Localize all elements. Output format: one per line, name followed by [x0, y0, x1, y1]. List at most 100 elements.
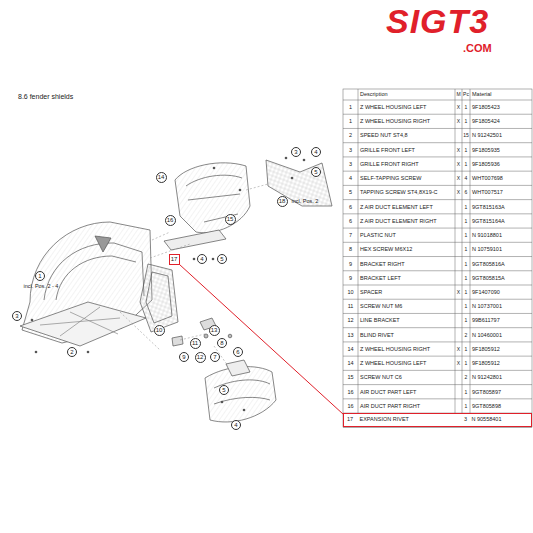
table-cell: SELF-TAPPING SCREW — [359, 171, 455, 185]
table-cell: SPEED NUT ST4,8 — [359, 128, 455, 142]
callout-number: 15 — [225, 214, 236, 225]
table-cell: 16 — [343, 399, 358, 413]
table-cell: BRACKET RIGHT — [359, 257, 455, 271]
table-cell: 9GT805816A — [471, 257, 532, 271]
callout-number: 9 — [182, 354, 185, 360]
table-rule — [343, 398, 532, 399]
brand-logo: SIGT3 — [386, 4, 489, 38]
undertray-ribs — [40, 307, 120, 336]
table-cell: N 10759101 — [471, 242, 532, 256]
parts — [20, 160, 332, 422]
callout-number: 13 — [209, 325, 220, 336]
table-cell: WHT007698 — [471, 171, 532, 185]
table-cell: 6 — [462, 185, 470, 199]
table-cell: X — [455, 356, 462, 370]
table-cell: 3 — [343, 143, 358, 157]
table-cell: 4 — [462, 171, 470, 185]
upper-liner — [175, 163, 250, 233]
callout-number: 4 — [314, 149, 317, 155]
callout-number: 16 — [167, 217, 174, 223]
table-cell: 1 — [462, 299, 470, 313]
callout-number: 6 — [233, 347, 243, 357]
callout-number: 10 — [156, 327, 163, 333]
table-cell: Z WHEEL HOUSING RIGHT — [359, 342, 455, 356]
undertray — [20, 302, 146, 346]
table-cell: 1 — [462, 214, 470, 228]
table-cell: 5 — [343, 185, 358, 199]
table-rule — [343, 156, 532, 157]
table-cell: X — [455, 157, 462, 171]
callout-number: 2 — [70, 349, 73, 355]
table-cell: Z WHEEL HOUSING LEFT — [359, 356, 455, 370]
table-cell: BLIND RIVET — [359, 328, 455, 342]
table-cell: X — [455, 342, 462, 356]
table-rule — [343, 270, 532, 271]
callout-number: 17 — [171, 256, 178, 262]
callout-number: 1 — [38, 273, 41, 279]
table-cell: SCREW NUT M6 — [359, 299, 455, 313]
callout-number: 9 — [179, 352, 189, 362]
table-cell: 9 — [343, 257, 358, 271]
callout-number: 4 — [234, 422, 237, 428]
table-cell: 9GT805815A — [471, 271, 532, 285]
table-rule — [343, 242, 532, 243]
table-cell: 1 — [343, 114, 358, 128]
spacer — [172, 336, 183, 346]
table-cell: 1 — [462, 385, 470, 399]
table-cell: 9F1805424 — [471, 114, 532, 128]
table-cell: X — [455, 143, 462, 157]
table-rule — [343, 213, 532, 214]
table-cell: WHT007517 — [471, 185, 532, 199]
table-cell: 2 — [343, 128, 358, 142]
callout-number: 3 — [294, 149, 297, 155]
grille-frame-inner — [146, 272, 172, 323]
table-cell: 9F1805423 — [471, 100, 532, 114]
table-cell: GRILLE FRONT LEFT — [359, 143, 455, 157]
callout-number: 6 — [236, 349, 239, 355]
table-cell: N 10460001 — [471, 328, 532, 342]
brand-logo: .COM — [463, 43, 492, 54]
table-cell: 9GT815163A — [471, 200, 532, 214]
table-cell: 9F1805912 — [471, 342, 532, 356]
table-cell: 17 — [343, 414, 358, 425]
callout-number: 4 — [231, 420, 241, 430]
callout-number: 5 — [314, 169, 317, 175]
air-duct-rib — [214, 380, 270, 404]
table-cell: 1 — [462, 228, 470, 242]
table-header: Material — [471, 89, 532, 100]
callout-number: 4 — [197, 254, 207, 264]
table-rule — [343, 256, 532, 257]
duct-element — [226, 360, 250, 376]
table-cell: LINE BRACKET — [359, 313, 455, 327]
table-cell: 2 — [462, 328, 470, 342]
table-cell: 9GT815164A — [471, 214, 532, 228]
table-cell: 1 — [462, 114, 470, 128]
table-rule — [343, 171, 532, 172]
callout-number: 3 — [12, 311, 22, 321]
callout-number: 1incl. Pos. 2 - 4 — [35, 271, 45, 281]
table-rule — [343, 199, 532, 200]
table-rule — [343, 228, 532, 229]
table-cell: 1 — [343, 100, 358, 114]
table-cell: 2 — [462, 370, 470, 384]
table-cell: X — [455, 100, 462, 114]
table-cell: 8 — [343, 242, 358, 256]
callout-number: 7 — [213, 354, 216, 360]
table-header: Pc — [462, 89, 470, 100]
callout-number: 4 — [200, 256, 203, 262]
callout-number: 11 — [192, 340, 198, 346]
wheel-arch-inner — [56, 256, 136, 300]
callout-number: 5 — [220, 256, 223, 262]
table-cell: X — [455, 285, 462, 299]
callout-number: 2 — [67, 347, 77, 357]
table-cell: Z AIR DUCT ELEMENT RIGHT — [359, 214, 455, 228]
table-cell: 12 — [343, 313, 358, 327]
callout-number: 7 — [210, 352, 220, 362]
table-cell: 1 — [462, 143, 470, 157]
callout-number: 13 — [211, 327, 218, 333]
table-cell: SCREW NUT C6 — [359, 370, 455, 384]
table-cell: Z AIR DUCT ELEMENT LEFT — [359, 200, 455, 214]
table-cell: 99B611797 — [471, 313, 532, 327]
table-header: M — [455, 89, 462, 100]
